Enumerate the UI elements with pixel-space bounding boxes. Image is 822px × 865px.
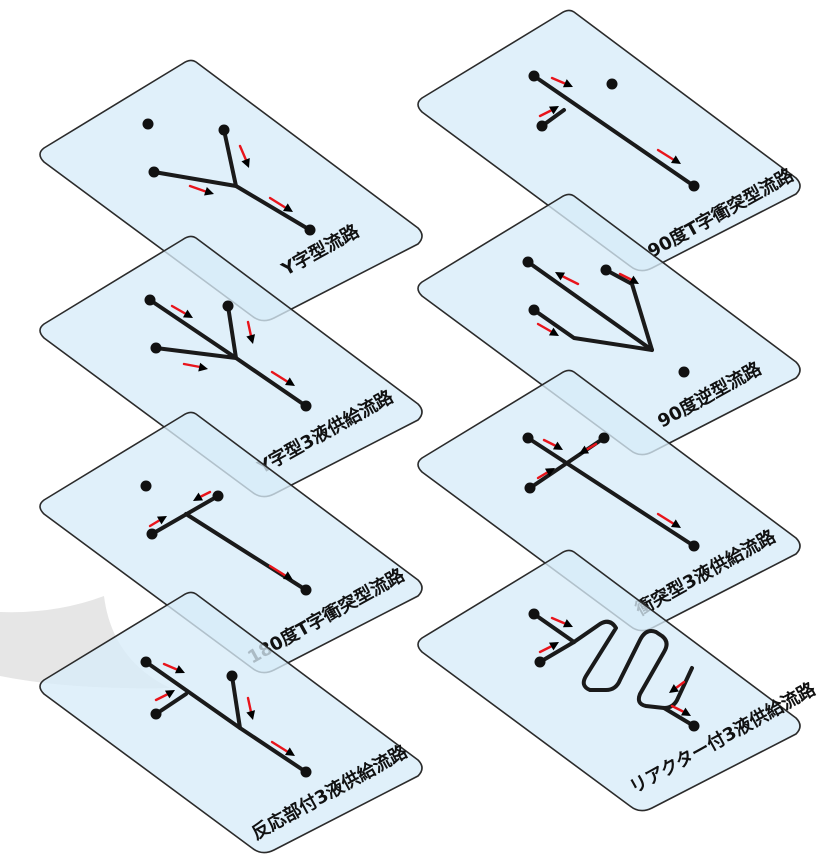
port: [140, 480, 152, 492]
flow-arrow: [162, 662, 187, 678]
port: [688, 720, 700, 732]
flow-arrow: [656, 512, 684, 532]
plate-y-shape: Y字型流路: [39, 59, 423, 322]
port: [218, 124, 230, 136]
flow-arrow: [670, 704, 694, 720]
flow-arrow: [550, 616, 575, 632]
flow-arrow: [552, 268, 580, 286]
flow-arrow: [536, 464, 558, 480]
port: [534, 656, 546, 668]
flow-arrow: [542, 438, 566, 454]
port: [528, 608, 540, 620]
flow-arrow: [618, 272, 642, 288]
port: [600, 264, 612, 276]
port: [150, 708, 162, 720]
flow-arrow: [148, 512, 170, 528]
port: [688, 540, 700, 552]
plate-collision3: 衝突型3液供給流路: [417, 369, 801, 632]
flow-arrow: [190, 490, 212, 505]
port: [300, 584, 312, 596]
port: [528, 70, 540, 82]
port: [148, 166, 160, 178]
port: [146, 528, 158, 540]
port: [212, 490, 224, 502]
plate-reactor3: リアクター付3液供給流路: [417, 549, 820, 812]
port: [678, 366, 690, 378]
flow-arrow: [536, 322, 562, 340]
flow-arrow: [550, 76, 575, 92]
flow-arrow: [246, 320, 258, 346]
channels-reaction: [144, 660, 308, 774]
plate-reactor3-panel: [417, 549, 801, 812]
flow-arrow: [170, 304, 196, 322]
port: [522, 432, 534, 444]
flow-arrow: [188, 184, 216, 199]
channels-rev90: [526, 260, 654, 352]
port: [598, 432, 610, 444]
port: [222, 300, 234, 312]
port: [536, 120, 548, 132]
port: [142, 118, 154, 130]
port: [144, 294, 156, 306]
flow-arrow: [182, 362, 209, 374]
port: [300, 766, 312, 778]
flow-arrow: [656, 148, 684, 168]
port: [300, 400, 312, 412]
port: [606, 78, 618, 90]
port: [522, 256, 534, 268]
flow-arrow: [268, 196, 296, 216]
port: [688, 180, 700, 192]
flow-arrow: [666, 680, 686, 697]
flow-arrow: [238, 144, 254, 170]
flow-arrow: [538, 638, 562, 654]
port: [304, 224, 316, 236]
flow-arrow: [538, 102, 562, 118]
flow-arrow: [268, 564, 296, 584]
channels-y-shape: [152, 128, 312, 232]
flow-arrow: [270, 740, 298, 760]
plate-y-shape-3: Y字型3液供給流路: [39, 235, 423, 498]
port: [226, 670, 238, 682]
port: [150, 342, 162, 354]
flow-arrow: [576, 442, 598, 458]
port: [140, 656, 152, 668]
port: [528, 304, 540, 316]
channels-y-shape-3: [148, 298, 308, 408]
port: [524, 482, 536, 494]
serpentine-reactor: [572, 619, 694, 710]
flow-arrow: [246, 696, 258, 722]
flow-arrow: [270, 370, 298, 390]
channels-reactor3: [532, 612, 696, 728]
flow-arrow: [154, 686, 178, 702]
